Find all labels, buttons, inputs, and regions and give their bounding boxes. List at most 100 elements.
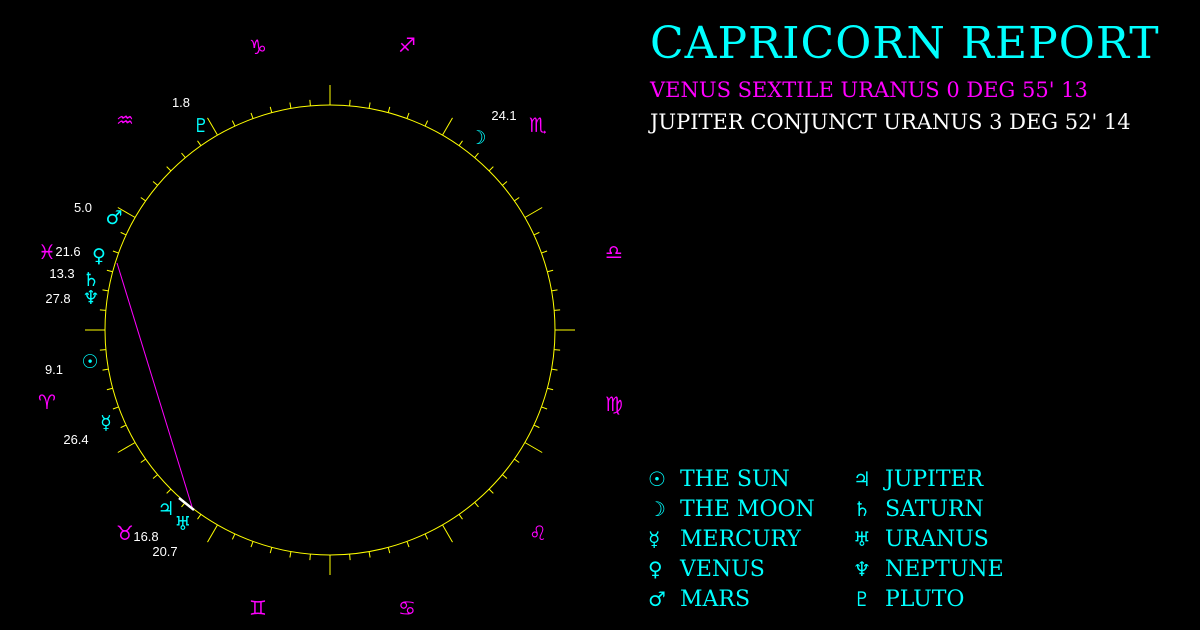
minor-tick (533, 231, 540, 236)
minor-tick (424, 120, 429, 127)
minor-tick (387, 547, 391, 554)
minor-tick (231, 120, 236, 127)
pluto-degree-label: 1.8 (172, 95, 190, 110)
saturn-degree-label: 13.3 (49, 266, 74, 281)
minor-tick (181, 152, 186, 158)
minor-tick (166, 488, 172, 494)
minor-tick (502, 181, 508, 186)
minor-tick (514, 197, 520, 202)
minor-tick (309, 554, 311, 561)
moon-icon: ☽ (469, 127, 486, 149)
minor-tick (514, 458, 520, 463)
legend-label: PLUTO (885, 586, 965, 612)
minor-tick (551, 289, 558, 292)
mars-degree-label: 5.0 (74, 200, 92, 215)
minor-tick (554, 349, 561, 351)
scorpio-sign-icon: ♏ (529, 113, 547, 137)
legend-label: JUPITER (885, 466, 984, 492)
venus-icon: ♀ (92, 245, 106, 267)
uranus-icon: ♅ (853, 527, 871, 551)
mercury-icon: ☿ (100, 412, 112, 434)
neptune-degree-label: 27.8 (45, 291, 70, 306)
minor-tick (488, 166, 494, 172)
jupiter-degree-label: 16.8 (133, 529, 158, 544)
wheel-circle (104, 104, 556, 556)
minor-tick (368, 102, 371, 109)
planet-legend: ☉THE SUN ♃JUPITER ☽THE MOON ♄SATURN ☿MER… (648, 466, 1053, 612)
pluto-icon: ♇ (853, 587, 871, 611)
minor-tick (250, 541, 254, 548)
major-tick (524, 207, 543, 218)
minor-tick (102, 289, 109, 292)
gemini-sign-icon: ♊ (249, 596, 267, 620)
aspect-venus-uranus: VENUS SEXTILE URANUS 0 DEG 55' 13 (650, 78, 1088, 102)
venus-icon: ♀ (648, 557, 663, 581)
minor-tick (269, 106, 273, 113)
aspect-jupiter-uranus: JUPITER CONJUNCT URANUS 3 DEG 52' 14 (650, 110, 1131, 134)
mars-icon: ♂ (105, 207, 122, 229)
minor-tick (554, 309, 561, 311)
uranus-icon: ♅ (174, 513, 191, 535)
minor-tick (140, 458, 146, 463)
major-tick (117, 442, 136, 453)
minor-tick (269, 547, 273, 554)
leo-sign-icon: ♌ (529, 521, 547, 545)
venus-degree-label: 21.6 (55, 244, 80, 259)
libra-sign-icon: ♎ (605, 240, 623, 264)
legend-item: ♀VENUS (648, 556, 853, 582)
wheel-ticks (85, 85, 575, 575)
aspect-line-venus-uranus (116, 262, 194, 511)
aspect-line-jupiter-uranus (178, 497, 195, 511)
neptune-icon: ♆ (853, 557, 871, 581)
jupiter-icon: ♃ (157, 498, 174, 520)
moon-icon: ☽ (648, 497, 666, 521)
legend-label: MARS (680, 586, 751, 612)
legend-item: ♂ MARS (648, 586, 853, 612)
legend-label: URANUS (885, 526, 989, 552)
virgo-sign-icon: ♍ (605, 392, 623, 416)
sagittarius-sign-icon: ♐ (398, 33, 416, 57)
major-tick (524, 442, 543, 453)
major-tick (442, 117, 453, 136)
minor-tick (474, 152, 479, 158)
minor-tick (424, 533, 429, 540)
aquarius-sign-icon: ♒ (116, 108, 134, 132)
minor-tick (368, 551, 371, 558)
minor-tick (120, 424, 127, 429)
aries-sign-icon: ♈ (38, 390, 56, 414)
major-tick (442, 524, 453, 543)
mars-icon: ♂ (648, 587, 666, 611)
cancer-sign-icon: ♋ (398, 596, 416, 620)
legend-item: ☽ THE MOON (648, 496, 853, 522)
minor-tick (406, 112, 410, 119)
minor-tick (152, 474, 158, 479)
page-title: CAPRICORN REPORT (650, 18, 1160, 69)
capricorn-sign-icon: ♑ (249, 35, 267, 59)
jupiter-icon: ♃ (853, 467, 871, 491)
minor-tick (106, 387, 113, 391)
minor-tick (551, 368, 558, 371)
minor-tick (458, 514, 463, 520)
legend-label: THE SUN (680, 466, 790, 492)
legend-label: THE MOON (680, 496, 815, 522)
minor-tick (502, 474, 508, 479)
minor-tick (547, 387, 554, 391)
legend-label: SATURN (885, 496, 984, 522)
minor-tick (197, 514, 202, 520)
minor-tick (99, 309, 106, 311)
pluto-icon: ♇ (192, 115, 209, 137)
minor-tick (387, 106, 391, 113)
saturn-icon: ♄ (82, 269, 99, 291)
zodiac-wheel: ♑♐♏♎♍♌♋♊♉♈♓♒ ♇1.8☽24.1♂5.0♀21.6♄13.3♆27.… (38, 33, 623, 620)
minor-tick (289, 102, 292, 109)
minor-tick (547, 269, 554, 273)
minor-tick (474, 502, 479, 508)
minor-tick (533, 424, 540, 429)
major-tick (207, 524, 218, 543)
minor-tick (231, 533, 236, 540)
minor-tick (152, 181, 158, 186)
legend-label: MERCURY (680, 526, 801, 552)
minor-tick (406, 541, 410, 548)
minor-tick (349, 99, 351, 106)
legend-item: ♆NEPTUNE (853, 556, 1053, 582)
